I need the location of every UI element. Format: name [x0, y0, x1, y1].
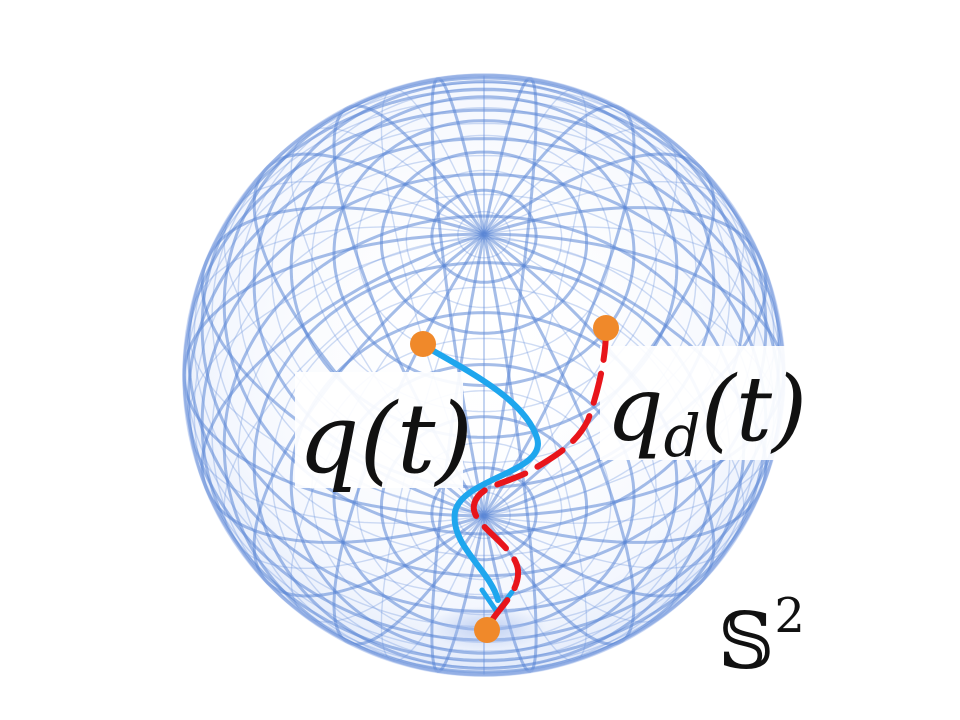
grid-line-fine	[187, 314, 485, 517]
grid-line	[182, 232, 484, 371]
grid-line-fine	[380, 233, 485, 662]
label-qd-rest: (t)	[701, 357, 807, 462]
grid-line-fine	[233, 180, 485, 235]
label-manifold-s: 𝕊	[718, 597, 774, 687]
grid-line	[482, 77, 531, 235]
grid-line	[483, 488, 763, 544]
grid-line-fine	[483, 515, 664, 623]
grid-line-fine	[189, 226, 485, 315]
grid-line-fine	[187, 98, 779, 327]
label-qd-t: qd(t)	[606, 357, 807, 470]
grid-line	[267, 152, 485, 236]
grid-line-fine	[483, 233, 678, 617]
grid-line	[205, 479, 767, 662]
grid-line	[483, 514, 704, 598]
grid-line	[437, 77, 486, 235]
grid-line-fine	[237, 538, 736, 669]
grid-line	[482, 77, 538, 517]
grid-line	[200, 159, 768, 578]
grid-line-fine	[483, 226, 779, 315]
grid-line	[482, 104, 620, 236]
grid-line-fine	[187, 233, 485, 431]
desired-trajectory	[470, 327, 609, 631]
grid-line-fine	[223, 233, 485, 538]
label-q-background	[295, 372, 463, 488]
grid-line-fine	[483, 233, 588, 662]
grid-line-fine	[193, 154, 775, 548]
grid-line	[430, 233, 486, 673]
goal-point	[474, 617, 500, 643]
grid-line	[430, 77, 486, 517]
label-s2-background	[712, 585, 812, 677]
grid-line	[182, 370, 484, 518]
grid-line-fine	[483, 88, 588, 517]
grid-line-fine	[193, 210, 775, 596]
grid-line	[201, 88, 763, 271]
grid-line-fine	[393, 88, 485, 235]
start-point-qd	[593, 315, 619, 341]
grid-line-fine	[307, 127, 485, 235]
grid-line	[482, 514, 622, 646]
actual-trajectory	[420, 342, 541, 603]
grid-line-fine	[483, 430, 780, 524]
grid-line	[200, 232, 485, 490]
grid-line-fine	[483, 131, 678, 517]
grid-line	[482, 233, 538, 673]
grid-line-fine	[304, 515, 485, 623]
grid-line-fine	[483, 127, 661, 235]
label-manifold: 𝕊2	[718, 588, 805, 687]
label-q-t: q(t)	[298, 383, 473, 495]
grid-line	[482, 233, 636, 644]
grid-line-fine	[231, 515, 485, 569]
grid-line	[332, 233, 486, 644]
grid-line	[182, 108, 786, 385]
grid-line-fine	[483, 515, 737, 569]
grid-line	[206, 206, 485, 258]
grid-line	[346, 514, 486, 646]
label-qd-background	[600, 346, 808, 460]
sphere-body	[182, 73, 786, 677]
grid-line	[205, 488, 485, 544]
start-point-q	[410, 331, 436, 357]
grid-line	[348, 104, 486, 236]
label-qd-subscript: d	[664, 402, 701, 470]
label-manifold-exponent: 2	[774, 588, 805, 644]
grid-line-fine	[189, 423, 781, 652]
label-qd-base: q	[606, 357, 664, 462]
grid-line	[483, 206, 762, 258]
